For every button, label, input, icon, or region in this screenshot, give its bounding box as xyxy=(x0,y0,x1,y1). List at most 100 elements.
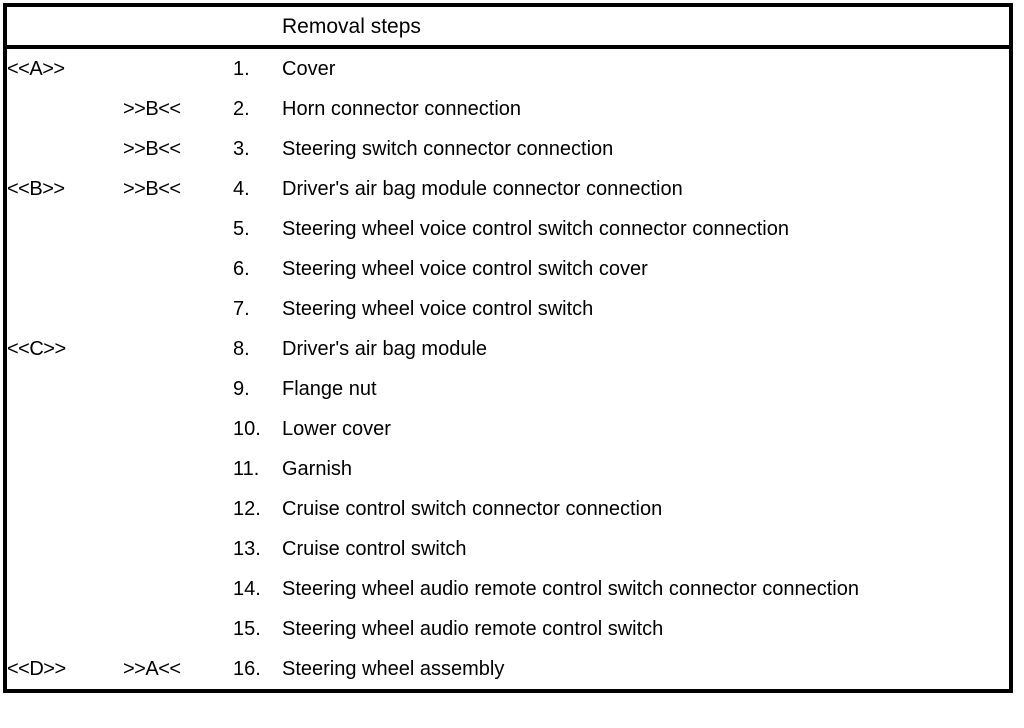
cell-mark-b: >>B<< xyxy=(123,129,233,169)
step-description-text: Lower cover xyxy=(282,418,391,440)
step-number-text: 14. xyxy=(233,578,261,600)
header-cell-mark-a xyxy=(5,5,123,49)
cell-step-description: Cruise control switch connector connecti… xyxy=(282,489,1011,529)
cell-mark-b: >>B<< xyxy=(123,169,233,209)
cell-mark-b xyxy=(123,249,233,289)
cell-mark-b xyxy=(123,569,233,609)
cell-step-description: Steering wheel audio remote control swit… xyxy=(282,609,1011,649)
cell-mark-a xyxy=(5,409,123,449)
cell-mark-a xyxy=(5,89,123,129)
cell-step-description: Steering wheel voice control switch xyxy=(282,289,1011,329)
cell-step-description: Cover xyxy=(282,47,1011,89)
cell-mark-a xyxy=(5,489,123,529)
table-row: <<D>> >>A<< 16. Steering wheel assembly xyxy=(5,649,1011,691)
cell-step-description: Steering wheel assembly xyxy=(282,649,1011,691)
cell-step-description: Steering wheel voice control switch conn… xyxy=(282,209,1011,249)
table-row: 12. Cruise control switch connector conn… xyxy=(5,489,1011,529)
step-number-text: 4. xyxy=(233,178,250,200)
cell-step-number: 13. xyxy=(233,529,282,569)
mark-a-text: <<A>> xyxy=(7,58,65,80)
cell-mark-b xyxy=(123,289,233,329)
cell-step-description: Cruise control switch xyxy=(282,529,1011,569)
cell-mark-a xyxy=(5,249,123,289)
step-number-text: 15. xyxy=(233,618,261,640)
cell-step-number: 7. xyxy=(233,289,282,329)
header-cell-mark-b xyxy=(123,5,233,49)
table-body: <<A>> 1. Cover >>B<< xyxy=(5,47,1011,691)
mark-b-text: >>B<< xyxy=(123,138,181,160)
cell-mark-a xyxy=(5,609,123,649)
table-row: 9. Flange nut xyxy=(5,369,1011,409)
cell-step-number: 3. xyxy=(233,129,282,169)
table-row: 7. Steering wheel voice control switch xyxy=(5,289,1011,329)
removal-steps-table: Removal steps <<A>> 1. Cover xyxy=(3,3,1013,693)
cell-step-number: 15. xyxy=(233,609,282,649)
table-row: 5. Steering wheel voice control switch c… xyxy=(5,209,1011,249)
header-cell-number xyxy=(233,5,282,49)
step-description-text: Steering wheel voice control switch cove… xyxy=(282,258,648,280)
cell-mark-a: <<B>> xyxy=(5,169,123,209)
cell-mark-a: <<D>> xyxy=(5,649,123,691)
step-number-text: 6. xyxy=(233,258,250,280)
step-number-text: 10. xyxy=(233,418,261,440)
step-description-text: Steering wheel assembly xyxy=(282,658,505,680)
cell-mark-a: <<A>> xyxy=(5,47,123,89)
step-number-text: 3. xyxy=(233,138,250,160)
cell-step-number: 6. xyxy=(233,249,282,289)
step-description-text: Garnish xyxy=(282,458,353,480)
cell-step-description: Driver's air bag module connector connec… xyxy=(282,169,1011,209)
cell-step-number: 8. xyxy=(233,329,282,369)
step-description-text: Cruise control switch xyxy=(282,538,467,560)
step-number-text: 11. xyxy=(233,458,260,480)
table-row: 11. Garnish xyxy=(5,449,1011,489)
table-row: 15. Steering wheel audio remote control … xyxy=(5,609,1011,649)
cell-mark-b xyxy=(123,489,233,529)
step-number-text: 12. xyxy=(233,498,261,520)
step-description-text: Steering wheel voice control switch xyxy=(282,298,594,320)
step-description-text: Steering switch connector connection xyxy=(282,138,614,160)
cell-mark-a xyxy=(5,369,123,409)
table-row: >>B<< 2. Horn connector connection xyxy=(5,89,1011,129)
step-description-text: Steering wheel voice control switch conn… xyxy=(282,218,789,240)
step-number-text: 7. xyxy=(233,298,250,320)
cell-step-description: Steering wheel voice control switch cove… xyxy=(282,249,1011,289)
cell-mark-a xyxy=(5,529,123,569)
cell-mark-b xyxy=(123,449,233,489)
cell-step-number: 16. xyxy=(233,649,282,691)
cell-step-number: 2. xyxy=(233,89,282,129)
cell-mark-b: >>A<< xyxy=(123,649,233,691)
step-number-text: 2. xyxy=(233,98,250,120)
cell-mark-b xyxy=(123,409,233,449)
cell-step-number: 9. xyxy=(233,369,282,409)
step-description-text: Flange nut xyxy=(282,378,377,400)
cell-mark-b xyxy=(123,329,233,369)
cell-mark-a xyxy=(5,289,123,329)
mark-a-text: <<C>> xyxy=(7,338,66,360)
cell-step-description: Driver's air bag module xyxy=(282,329,1011,369)
step-number-text: 9. xyxy=(233,378,250,400)
cell-step-description: Garnish xyxy=(282,449,1011,489)
cell-step-description: Horn connector connection xyxy=(282,89,1011,129)
cell-mark-b xyxy=(123,609,233,649)
table-row: 10. Lower cover xyxy=(5,409,1011,449)
table-row: <<C>> 8. Driver's air bag module xyxy=(5,329,1011,369)
step-number-text: 13. xyxy=(233,538,261,560)
cell-mark-a xyxy=(5,449,123,489)
step-number-text: 5. xyxy=(233,218,250,240)
table-row: <<B>> >>B<< 4. Driver's air bag module c… xyxy=(5,169,1011,209)
cell-step-description: Flange nut xyxy=(282,369,1011,409)
step-description-text: Cover xyxy=(282,58,336,80)
mark-b-text: >>B<< xyxy=(123,98,181,120)
cell-step-number: 12. xyxy=(233,489,282,529)
cell-mark-a: <<C>> xyxy=(5,329,123,369)
cell-mark-b xyxy=(123,209,233,249)
table-header: Removal steps xyxy=(5,5,1011,49)
header-cell-removal-steps: Removal steps xyxy=(282,5,1011,49)
cell-mark-a xyxy=(5,569,123,609)
step-number-text: 1. xyxy=(233,58,250,80)
step-number-text: 16. xyxy=(233,658,261,680)
cell-mark-a xyxy=(5,209,123,249)
step-number-text: 8. xyxy=(233,338,250,360)
cell-mark-b: >>B<< xyxy=(123,89,233,129)
